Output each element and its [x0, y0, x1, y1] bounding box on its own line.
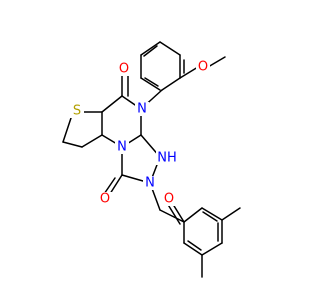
bond [207, 56, 226, 68]
bond [81, 134, 103, 148]
atom-label: O [100, 192, 110, 207]
atom-label: N [145, 176, 155, 191]
bond [201, 207, 223, 221]
bond [144, 77, 159, 87]
molecule-canvas: O O S N NH N N O [62, 41, 241, 278]
bond [159, 209, 185, 223]
bond [161, 77, 181, 91]
molecule-structure: O O S N NH N N O [62, 41, 241, 278]
bond [166, 202, 181, 225]
oxygen-atom: O [196, 60, 210, 75]
bond [143, 45, 158, 57]
bond [140, 41, 161, 56]
bond [62, 141, 83, 148]
atom-labels: O O S N NH N N O [70, 60, 210, 207]
bond [159, 41, 181, 56]
atom-label: O [164, 192, 174, 207]
atom-label: NH [157, 151, 177, 166]
bond [62, 117, 72, 143]
nh-group: NH [156, 151, 178, 166]
bond [202, 211, 218, 222]
atom-label: N [117, 140, 127, 155]
atom-label: S [73, 104, 81, 119]
oxygen-atom: O [162, 192, 176, 207]
nitrogen-atom: N [143, 176, 157, 191]
oxygen-atom: O [98, 192, 112, 207]
nitrogen-atom: N [115, 140, 129, 155]
atom-label: O [198, 60, 208, 75]
bond [179, 66, 199, 79]
bond [183, 207, 203, 223]
bond [201, 242, 223, 256]
sulfur-atom: S [70, 104, 84, 119]
bond [101, 95, 123, 113]
bond [221, 207, 241, 221]
oxygen-atom: O [117, 62, 131, 77]
bonds [62, 41, 241, 278]
bond [140, 77, 161, 91]
nitrogen-atom: N [135, 102, 149, 117]
bond [183, 242, 203, 256]
bond [187, 240, 202, 251]
atom-label: N [137, 102, 147, 117]
atom-label: O [119, 62, 129, 77]
